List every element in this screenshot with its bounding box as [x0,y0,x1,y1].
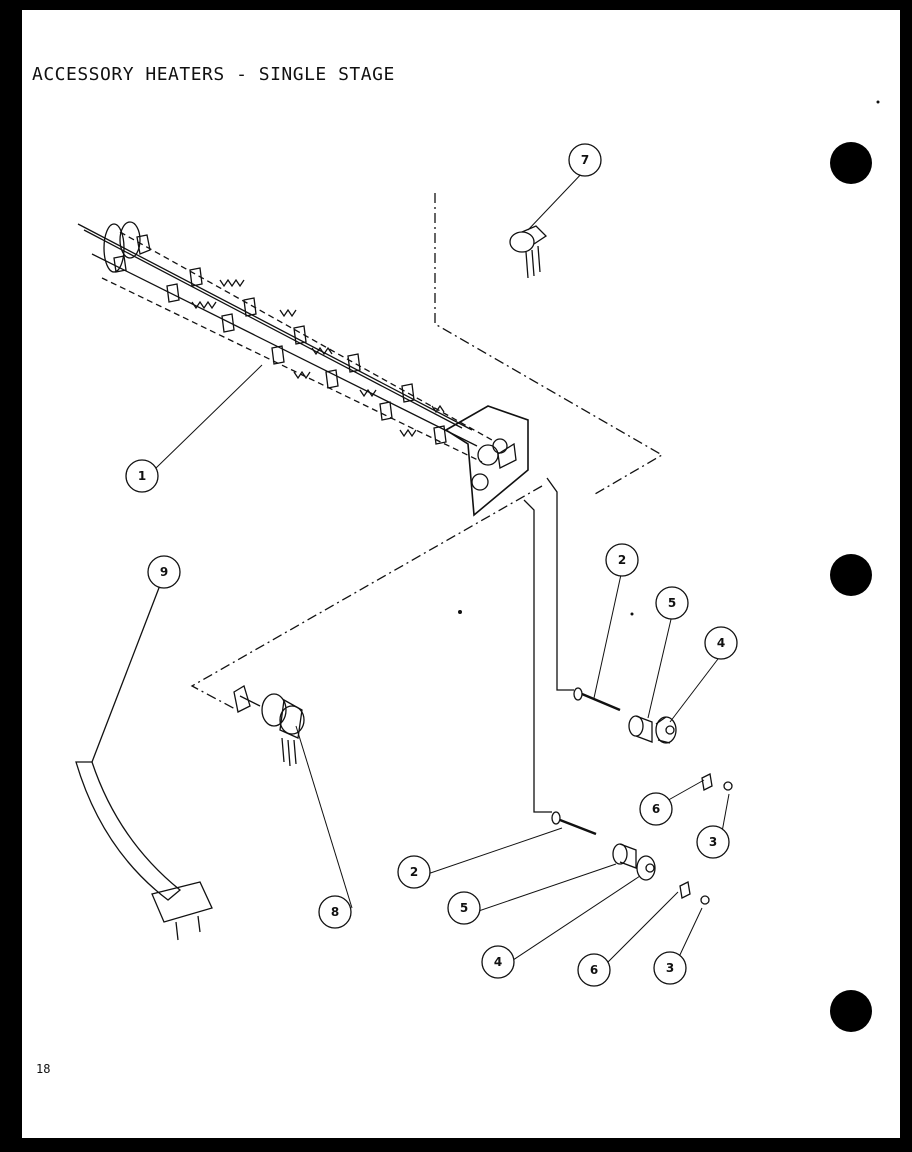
part-8-relay [233,685,353,909]
page-number: 18 [36,1062,51,1076]
leader-upper-hardware [546,477,574,691]
callout-8-label: 8 [331,905,339,919]
callout-5b-label: 5 [460,901,468,915]
callout-2b-label: 2 [410,865,418,879]
callout-3a-circle [696,825,730,859]
diagram-sheet: ACCESSORY HEATERS - SINGLE STAGE 18 [22,10,900,1138]
callout-6a-label: 6 [652,802,660,816]
callout-4a-label: 4 [717,636,725,650]
callout-4a-circle [704,626,738,660]
binder-hole-middle [830,554,872,596]
callout-1-label: 1 [138,469,146,483]
hardware-stack-upper [573,687,733,791]
binder-hole-bottom [830,990,872,1032]
dashed-leader-part8 [190,485,543,711]
callout-5a-circle [655,586,689,620]
callout-9-label: 9 [160,565,168,579]
callout-3b-circle [653,951,687,985]
callout-2a-circle [605,543,639,577]
callout-3a-label: 3 [709,835,717,849]
heater-element-assembly [77,221,529,517]
callout-2a-label: 2 [618,553,626,567]
callout-6b-label: 6 [590,963,598,977]
binder-hole-top [830,142,872,184]
part-7-limit-switch [509,225,548,279]
callout-7-circle [568,143,602,177]
callout-5a-label: 5 [668,596,676,610]
leader-lower-hardware [523,499,552,813]
callout-1-circle [125,459,159,493]
callout-9-circle [147,555,181,589]
callout-2b-circle [397,855,431,889]
callout-4b-label: 4 [494,955,502,969]
callout-6a-circle [639,792,673,826]
callout-5b-circle [447,891,481,925]
dashed-leader-part7 [434,193,664,495]
callout-3b-label: 3 [666,961,674,975]
exploded-parts-diagram: 1 7 2 5 4 6 3 9 8 2 5 4 6 3 [75,100,880,987]
callout-6b-circle [577,953,611,987]
callout-7-label: 7 [581,153,589,167]
diagram-title: ACCESSORY HEATERS - SINGLE STAGE [32,64,395,85]
callout-8-circle [318,895,352,929]
hardware-stack-lower [551,811,710,905]
callout-4b-circle [481,945,515,979]
part-9-plug [75,579,213,941]
